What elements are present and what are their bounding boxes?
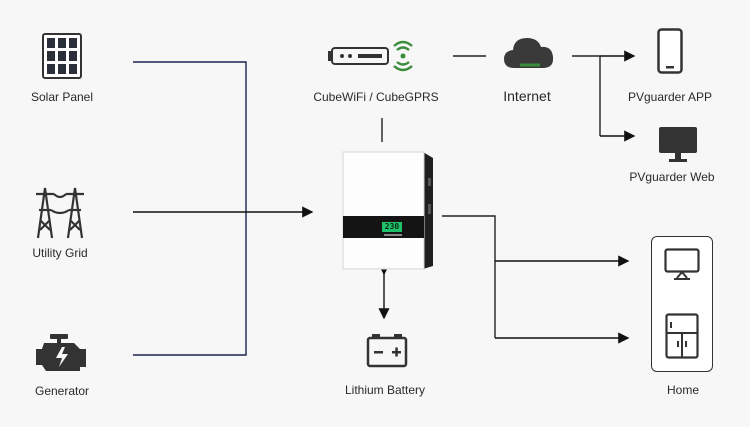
- fridge-icon: [665, 313, 699, 359]
- battery-label: Lithium Battery: [344, 383, 426, 397]
- wifi-module-icon: [328, 40, 413, 72]
- utility-tower-icon: [36, 187, 84, 239]
- inverter-unit: [342, 151, 433, 270]
- monitor-icon: [659, 127, 697, 162]
- utility-grid-label: Utility Grid: [32, 246, 88, 260]
- wifi-module-label: CubeWiFi / CubeGPRS: [313, 90, 439, 104]
- home-bus: [442, 215, 496, 338]
- cloud-split: [572, 55, 601, 136]
- phone-icon: [657, 28, 683, 74]
- solar-line: [133, 61, 247, 356]
- generator-label: Generator: [34, 384, 90, 398]
- inverter-display: 230: [382, 222, 402, 232]
- pvguarder-web-label: PVguarder Web: [629, 170, 715, 184]
- solar-panel-label: Solar Panel: [30, 90, 94, 104]
- generator-icon: [36, 334, 86, 371]
- inverter-indicator-leds: [384, 234, 402, 236]
- cloud-icon: [504, 38, 554, 68]
- battery-icon: [366, 334, 408, 368]
- home-label: Home: [666, 383, 700, 397]
- internet-label: Internet: [503, 88, 551, 104]
- pvguarder-app-label: PVguarder APP: [627, 90, 713, 104]
- solar-panel-icon: [42, 33, 82, 79]
- tv-icon: [664, 248, 700, 280]
